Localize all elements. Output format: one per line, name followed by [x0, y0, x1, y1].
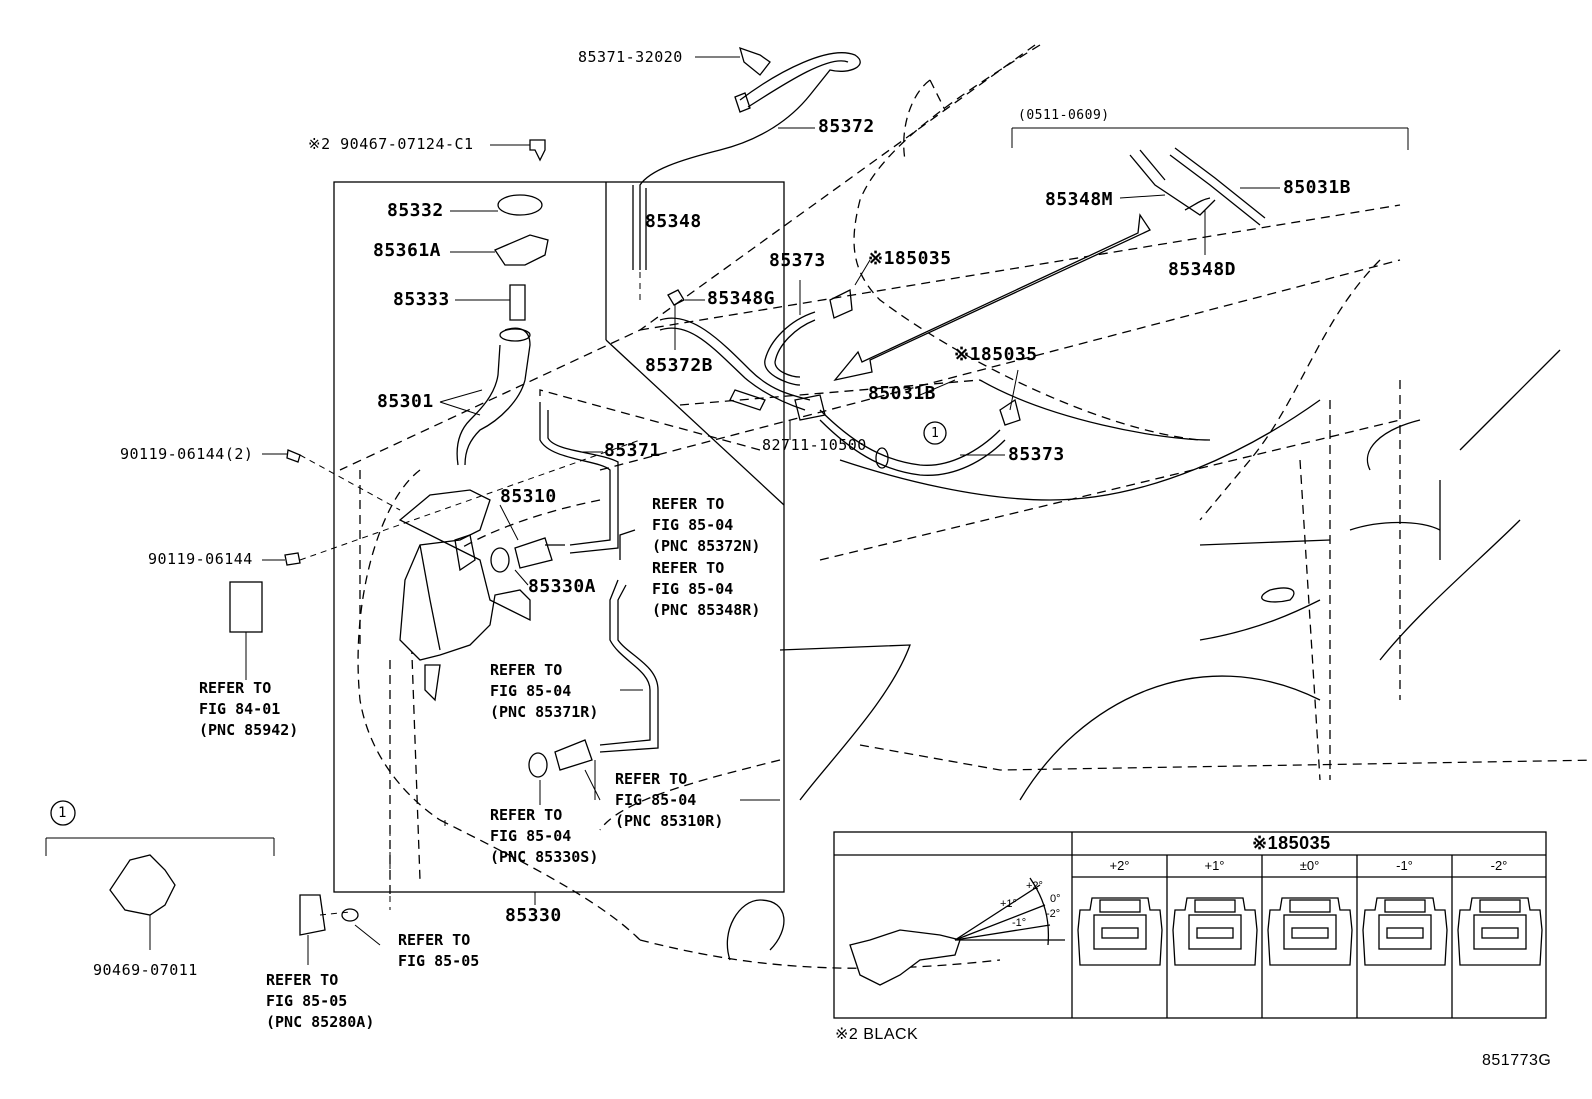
inset-table — [833, 831, 1547, 1019]
washer-tank — [398, 489, 531, 702]
label-85372: 85372 — [818, 116, 875, 137]
angle-label-0: 0° — [1050, 893, 1061, 905]
inset-col-zero: ±0° — [1299, 858, 1320, 873]
callout-circle-1b — [50, 800, 76, 826]
inset-col-minus1: -1° — [1396, 858, 1413, 873]
label-85371: 85371 — [604, 440, 661, 461]
label-90119: 90119-06144 — [148, 550, 253, 568]
label-85373-top: 85373 — [769, 250, 826, 271]
cap-85332 — [497, 194, 543, 216]
label-85361A: 85361A — [373, 240, 442, 261]
inset-note: ※2 BLACK — [835, 1026, 919, 1043]
nozzle-inset-drawing — [849, 877, 1065, 986]
angle-label-minus1: -1° — [1012, 917, 1027, 929]
angle-label-plus1: +1° — [1000, 898, 1017, 910]
vehicle-body-outline — [339, 44, 1592, 969]
label-85310: 85310 — [500, 486, 557, 507]
label-85348: 85348 — [645, 211, 702, 232]
label-85373-bottom: 85373 — [1008, 444, 1065, 465]
hose-85372 — [632, 52, 861, 270]
inset-col-minus2: -2° — [1490, 858, 1508, 873]
nozzle-connector-icon — [1267, 897, 1353, 966]
label-date-range: (0511-0609) — [1018, 108, 1110, 123]
angle-label-plus2: +2° — [1026, 880, 1043, 892]
label-85332: 85332 — [387, 200, 444, 221]
label-85330A: 85330A — [528, 576, 597, 597]
label-85348M: 85348M — [1045, 189, 1114, 210]
label-85031B-right: 85031B — [1283, 177, 1352, 198]
label-90467: ※2 90467-07124-C1 — [308, 135, 474, 153]
relay-85942 — [229, 581, 263, 633]
nozzle-connector-icon — [1362, 897, 1448, 966]
callout-number-1b: 1 — [58, 805, 67, 821]
label-85333: 85333 — [393, 289, 450, 310]
pump-85280A — [299, 894, 359, 936]
filler-neck-85301 — [456, 284, 531, 466]
nozzle-connector-icon — [1172, 897, 1258, 966]
callout-circle-1 — [923, 421, 947, 445]
callout-number-1: 1 — [931, 426, 940, 441]
nozzle-connector-icon — [1077, 897, 1163, 966]
inset-title: ※185035 — [1252, 833, 1331, 853]
angle-label-minus2: -2° — [1046, 908, 1061, 920]
label-82711: 82711-10500 — [762, 436, 867, 454]
label-185035-mid: ※185035 — [954, 344, 1038, 365]
label-85372B: 85372B — [645, 355, 714, 376]
inset-col-plus1: +1° — [1204, 858, 1225, 873]
label-90119-2: 90119-06144(2) — [120, 445, 254, 463]
label-85348D: 85348D — [1168, 259, 1237, 280]
label-85330: 85330 — [505, 905, 562, 926]
washer-tank-box — [333, 181, 785, 893]
label-85348G: 85348G — [707, 288, 776, 309]
clip-90469 — [109, 854, 176, 916]
label-90469: 90469-07011 — [93, 961, 198, 979]
seal-85361A — [494, 234, 549, 266]
label-85301: 85301 — [377, 391, 434, 412]
inset-col-plus2: +2° — [1109, 858, 1130, 873]
pump-85310 — [490, 537, 565, 573]
figure-code: 851773G — [1482, 1052, 1552, 1069]
nozzle-connector-icon — [1457, 897, 1543, 966]
pump-85310R — [528, 739, 593, 778]
label-85371-32020: 85371-32020 — [578, 48, 683, 66]
direction-arrow — [833, 213, 1151, 382]
vehicle-body-solid — [726, 349, 1561, 961]
label-185035-top: ※185035 — [868, 248, 952, 269]
nozzle-variants — [1077, 897, 1543, 966]
label-85031B: 85031B — [868, 383, 937, 404]
